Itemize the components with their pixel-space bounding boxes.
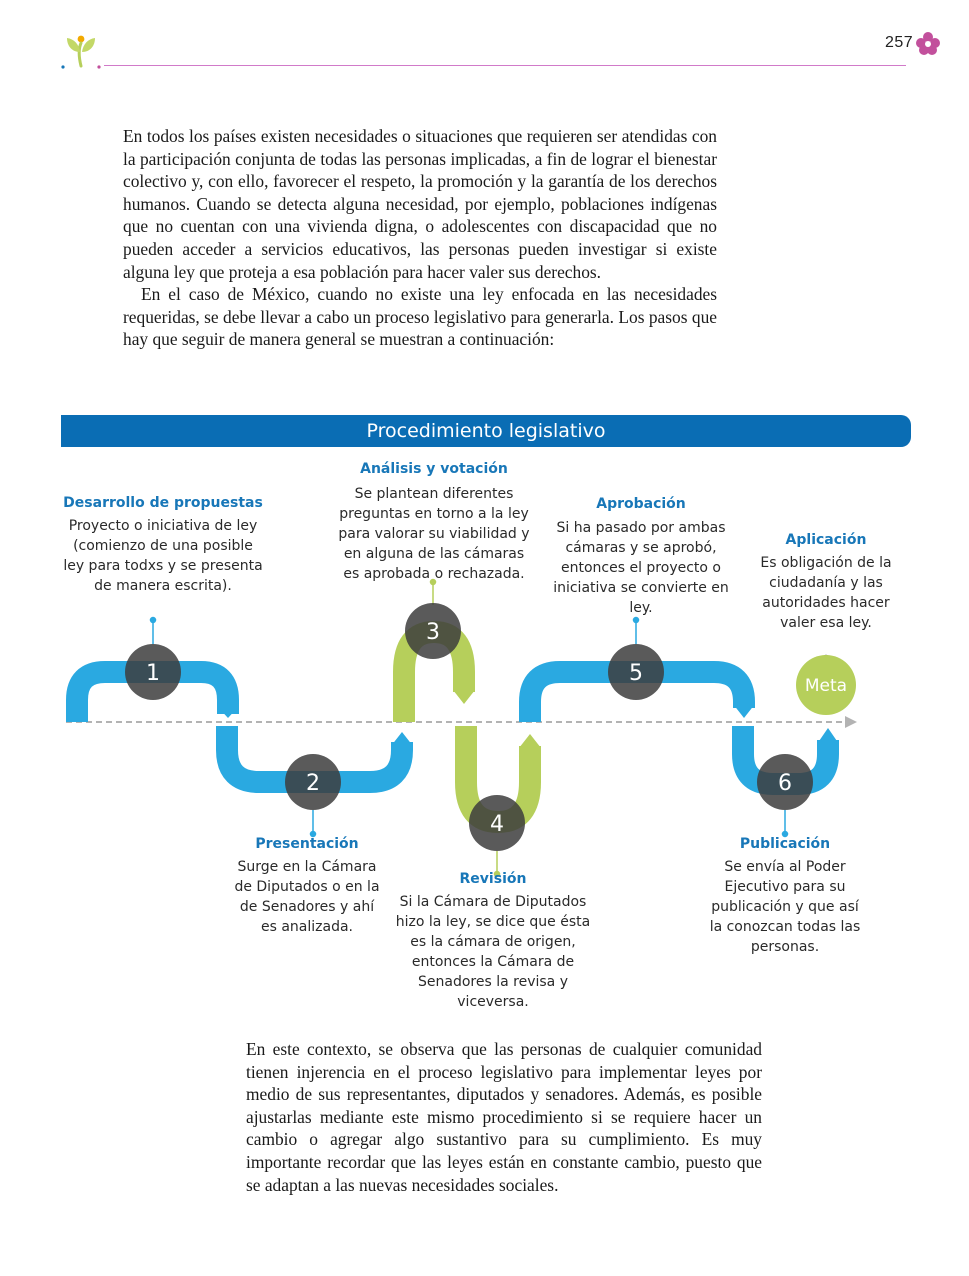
node-number-1: 1 xyxy=(146,661,160,686)
timeline-arrowhead xyxy=(845,716,857,728)
node-number-3: 3 xyxy=(426,620,440,645)
node-circle-6 xyxy=(757,754,813,810)
path-arrow-1 xyxy=(217,706,239,718)
intro-paragraph-1: En todos los países existen necesidades … xyxy=(123,126,717,282)
step-6-description: Se envía al Poder Ejecutivo para su publ… xyxy=(709,859,861,955)
flower-emblem-icon xyxy=(916,32,940,55)
step-5-title: Aprobación xyxy=(596,496,686,512)
diagram-title: Procedimiento legislativo xyxy=(366,420,606,442)
path-arrow-2 xyxy=(391,732,413,746)
goal-label: Meta xyxy=(805,676,847,696)
intro-paragraph-2: En el caso de México, cuando no existe u… xyxy=(123,284,717,350)
step-4-title: Revisión xyxy=(459,871,527,887)
node-number-5: 5 xyxy=(629,661,643,686)
node-circle-5 xyxy=(608,644,664,700)
step-1-description: Proyecto o iniciativa de ley (comienzo d… xyxy=(63,518,263,594)
node-number-2: 2 xyxy=(306,771,320,796)
header-divider xyxy=(104,65,906,66)
path-arrow-5 xyxy=(733,704,755,718)
step-2-title: Presentación xyxy=(255,836,359,852)
step-6-title: Publicación xyxy=(739,836,831,852)
intro-text: En todos los países existen necesidades … xyxy=(123,125,717,351)
node-circle-3 xyxy=(405,603,461,659)
step-1-title: Desarrollo de propuestas xyxy=(63,495,263,511)
closing-text: En este contexto, se observa que las per… xyxy=(246,1038,762,1196)
goal-title: Aplicación xyxy=(785,532,867,548)
step-5-description: Si ha pasado por ambas cámaras y se apro… xyxy=(553,520,729,616)
step-2-description: Surge en la Cámara de Diputados o en la … xyxy=(234,859,380,935)
diagram-banner: Procedimiento legislativo xyxy=(61,415,911,447)
page-number: 257 xyxy=(885,34,914,51)
step-4-description: Si la Cámara de Diputados hizo la ley, s… xyxy=(395,894,591,1010)
node-circle-2 xyxy=(285,754,341,810)
goal-description: Es obligación de la ciudadanía y las aut… xyxy=(760,555,892,631)
sprout-logo-icon xyxy=(61,35,101,69)
path-arrow-4 xyxy=(519,734,541,748)
step-3-description: Se plantean diferentes preguntas en torn… xyxy=(338,486,530,582)
node-number-4: 4 xyxy=(490,812,504,837)
closing-paragraph: En este contexto, se observa que las per… xyxy=(246,1039,762,1195)
node-number-6: 6 xyxy=(778,771,792,796)
node-circle-4 xyxy=(469,795,525,851)
path-arrow-6 xyxy=(817,728,839,744)
step-3-title: Análisis y votación xyxy=(360,461,508,477)
node-circle-1 xyxy=(125,644,181,700)
goal-circle xyxy=(796,655,856,715)
path-arrow-3 xyxy=(453,690,475,704)
